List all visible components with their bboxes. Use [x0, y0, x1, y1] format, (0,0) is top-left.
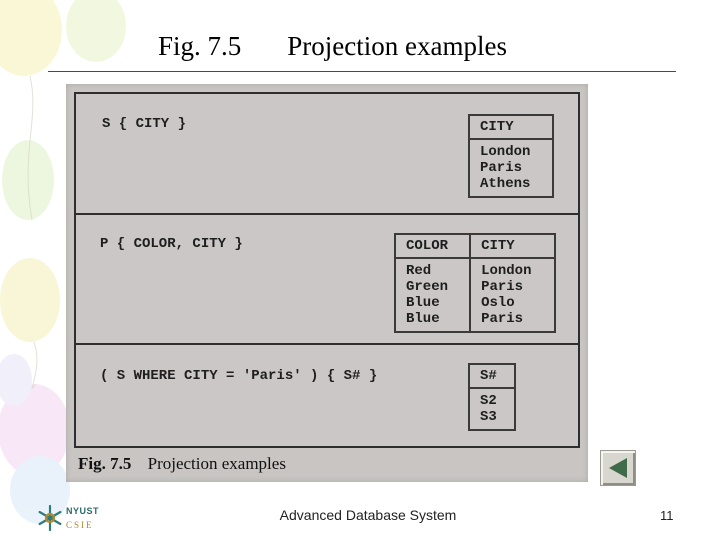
column-header: S#	[468, 363, 516, 389]
logo-top-text: NYUST	[66, 506, 100, 516]
column-values: London Paris Oslo Paris	[469, 257, 556, 333]
cell-value: Paris	[481, 311, 524, 327]
relational-expression: ( S WHERE CITY = 'Paris' ) { S# }	[100, 368, 378, 384]
cell-value: Green	[406, 279, 449, 295]
nyust-csie-logo: NYUST CSIE	[36, 504, 116, 536]
result-relation: CITY London Paris Athens	[468, 114, 554, 198]
title-underline	[48, 71, 676, 72]
projection-row-2: P { COLOR, CITY } COLOR CITY Red Green B…	[76, 213, 578, 345]
cell-value: Oslo	[481, 295, 515, 311]
result-relation: S# S2 S3	[468, 363, 516, 431]
back-button[interactable]	[600, 450, 636, 486]
relational-expression: P { COLOR, CITY }	[100, 236, 243, 252]
projection-row-1: S { CITY } CITY London Paris Athens	[76, 94, 578, 211]
slide-title-text: Projection examples	[287, 30, 507, 61]
cell-value: London	[481, 263, 532, 279]
cell-value: Blue	[406, 295, 440, 311]
projection-row-3: ( S WHERE CITY = 'Paris' ) { S# } S# S2 …	[76, 343, 578, 448]
caption-text: Projection examples	[147, 454, 286, 473]
column-values: S2 S3	[468, 387, 516, 431]
cell-value: S2	[480, 393, 497, 409]
column-values: Red Green Blue Blue	[393, 257, 472, 333]
cell-value: Paris	[481, 279, 524, 295]
relational-expression: S { CITY }	[102, 116, 187, 132]
slide-title: Fig. 7.5 Projection examples	[60, 26, 670, 66]
result-relation: COLOR CITY Red Green Blue Blue London Pa…	[393, 233, 556, 333]
projection-examples-frame: S { CITY } CITY London Paris Athens P { …	[74, 92, 580, 448]
cell-value: Red	[406, 263, 432, 279]
logo-text: NYUST CSIE	[66, 506, 99, 530]
figure-caption: Fig. 7.5 Projection examples	[78, 454, 286, 474]
triangle-left-icon	[609, 458, 627, 478]
cell-value: London	[480, 144, 531, 160]
slide-title-number: Fig. 7.5	[158, 30, 242, 61]
column-header: CITY	[469, 233, 556, 259]
scanned-figure: S { CITY } CITY London Paris Athens P { …	[66, 84, 588, 482]
caption-label: Fig. 7.5	[78, 454, 132, 473]
page-number: 11	[660, 508, 674, 523]
cell-value: S3	[480, 409, 497, 425]
cell-value: Blue	[406, 311, 440, 327]
logo-bottom-text: CSIE	[66, 520, 94, 530]
column-header: CITY	[468, 114, 554, 140]
column-values: London Paris Athens	[468, 138, 554, 198]
snowflake-icon	[38, 504, 62, 532]
cell-value: Athens	[480, 176, 531, 192]
column-header: COLOR	[393, 233, 472, 259]
footer-course-title: Advanced Database System	[279, 507, 457, 523]
cell-value: Paris	[480, 160, 523, 176]
